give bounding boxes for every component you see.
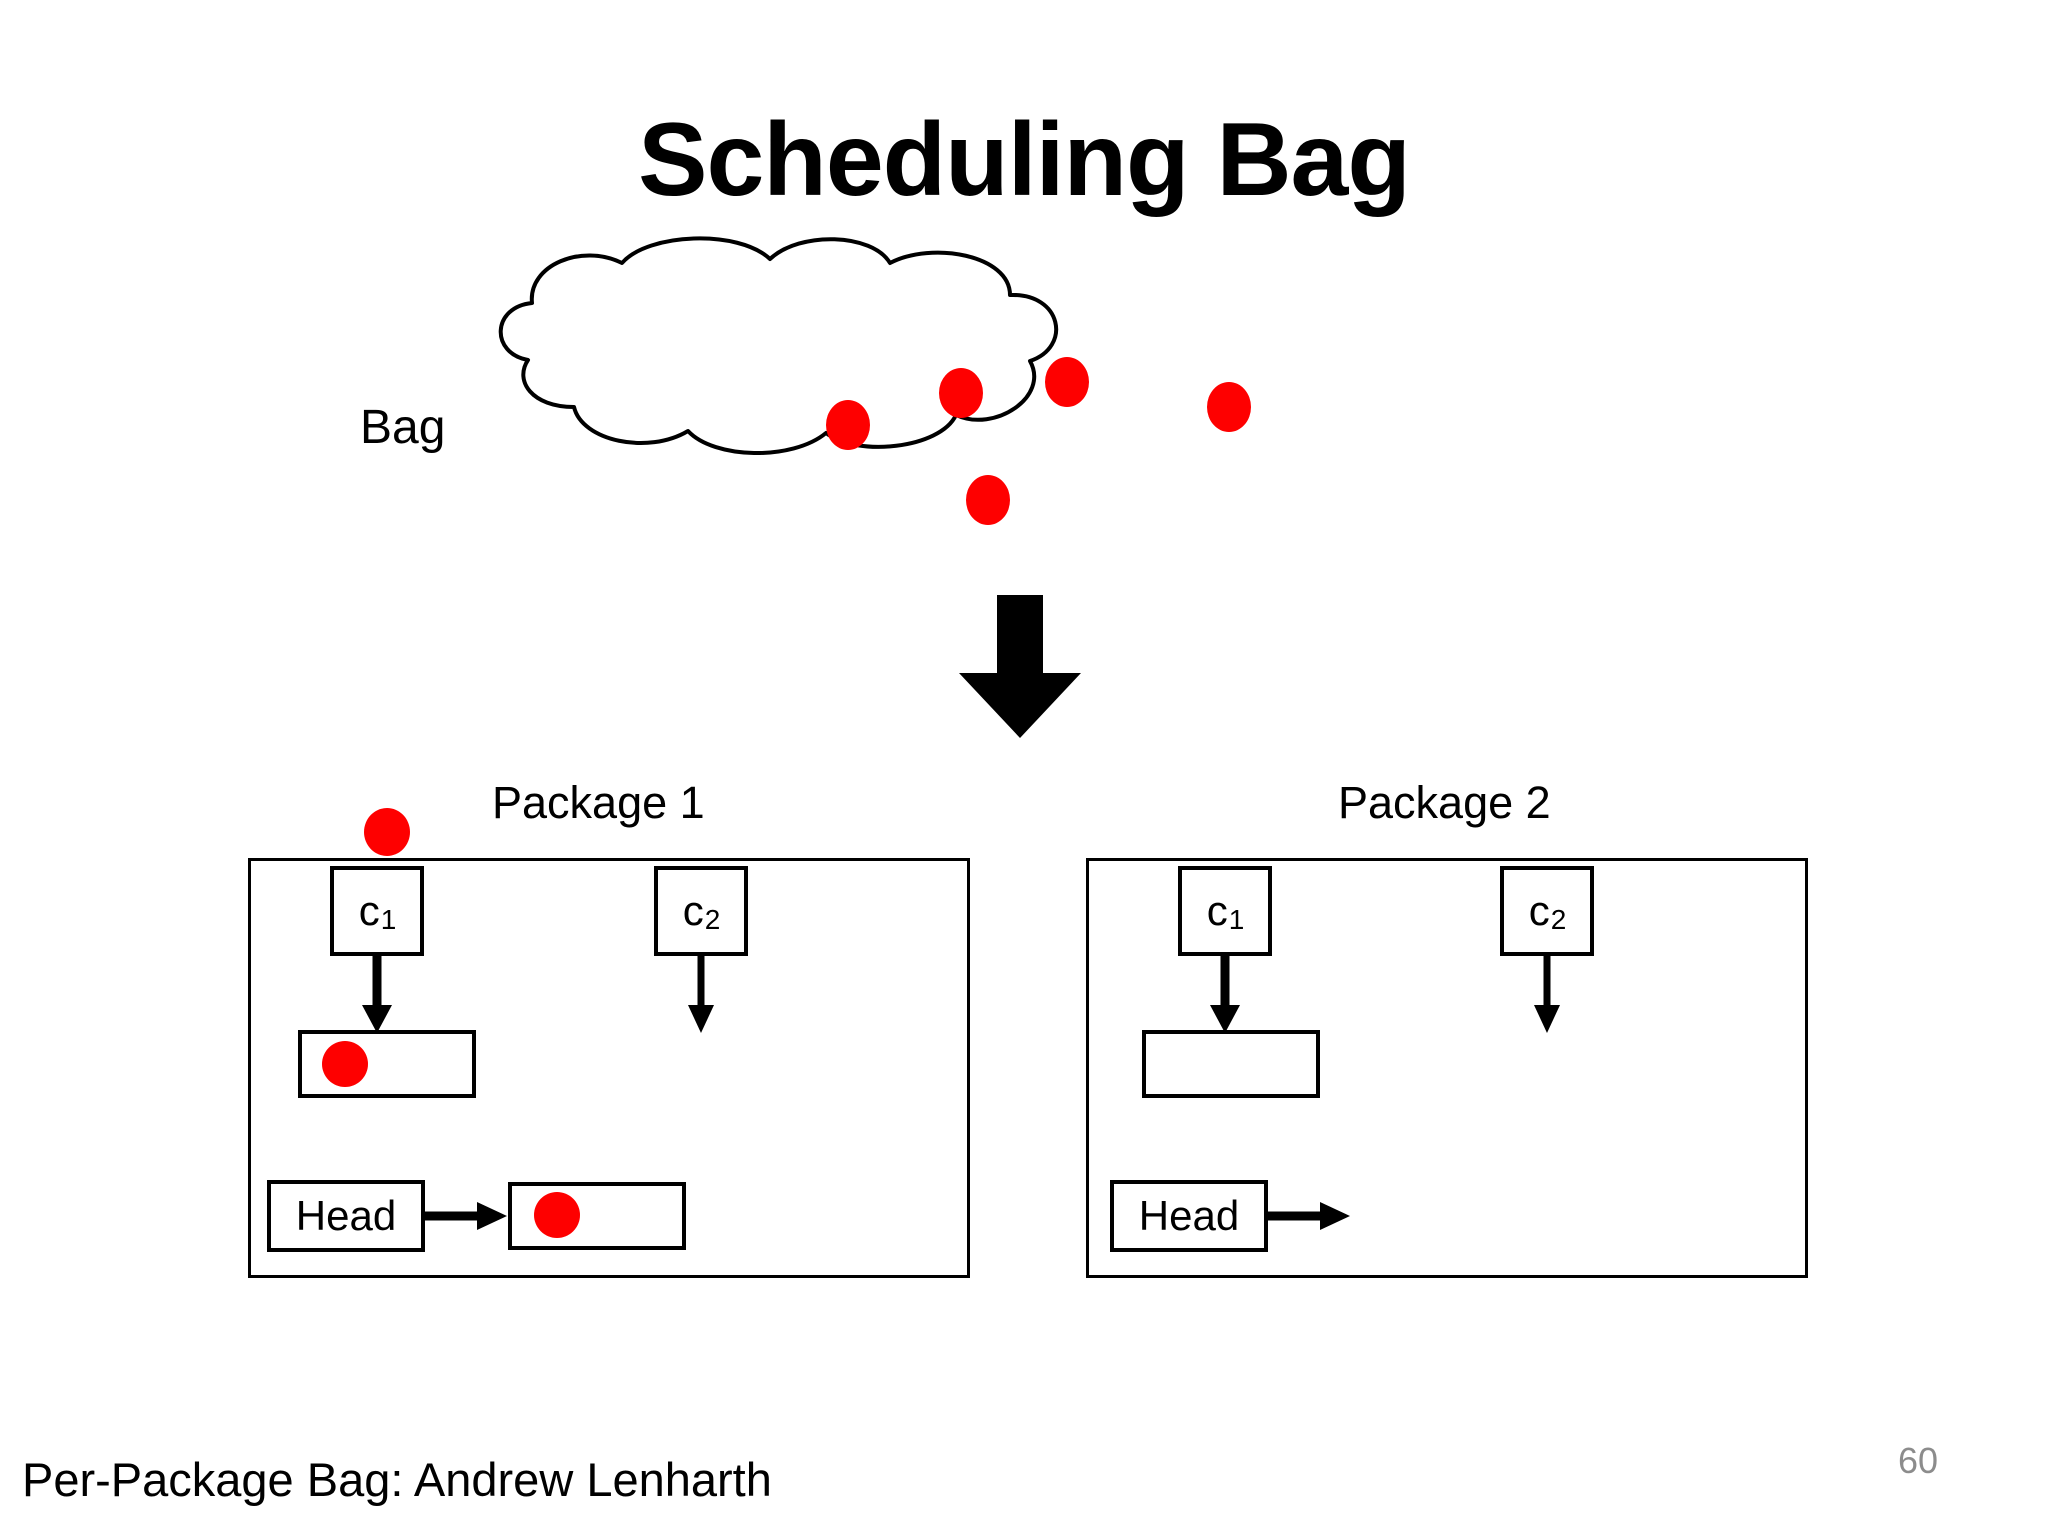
package-1-caption: Package 1 xyxy=(492,777,705,828)
cell-subscript: 2 xyxy=(704,904,721,935)
head-label: Head xyxy=(1138,1192,1240,1239)
down-arrow-icon xyxy=(357,955,397,1033)
right-arrow-icon xyxy=(425,1198,507,1234)
cell-subscript: 2 xyxy=(1550,904,1567,935)
queue-item-dot xyxy=(534,1192,580,1238)
bag-label: Bag xyxy=(360,401,446,454)
bag-item-dot xyxy=(826,400,870,450)
down-arrow-icon xyxy=(1205,955,1245,1033)
cloud-icon xyxy=(498,236,1058,455)
package-2-work-box xyxy=(1142,1030,1320,1098)
package-2-caption: Package 2 xyxy=(1338,777,1551,828)
cell-label: c xyxy=(1206,887,1228,934)
slide-number: 60 xyxy=(1898,1440,1939,1481)
bag-item-dot xyxy=(966,475,1010,525)
cell-label: c xyxy=(1528,887,1550,934)
page-title: Scheduling Bag xyxy=(638,102,1411,218)
package-1-head-box: Head xyxy=(267,1180,425,1252)
cell-label: c xyxy=(682,887,704,934)
down-arrow-icon xyxy=(1527,955,1567,1033)
package-2-head-box: Head xyxy=(1110,1180,1268,1252)
footer-note: Per-Package Bag: Andrew Lenharth xyxy=(22,1453,772,1506)
bag-item-dot xyxy=(1045,357,1089,407)
bag-item-dot xyxy=(939,368,983,418)
bag-cloud xyxy=(470,235,1090,460)
head-label: Head xyxy=(295,1192,397,1239)
down-arrow-icon xyxy=(955,595,1085,740)
right-arrow-icon xyxy=(1268,1198,1350,1234)
work-item-dot xyxy=(322,1041,368,1087)
cell-subscript: 1 xyxy=(380,904,397,935)
cell-label: c xyxy=(358,887,380,934)
cell-subscript: 1 xyxy=(1228,904,1245,935)
down-arrow-icon xyxy=(681,955,721,1033)
bag-item-dot xyxy=(1207,382,1251,432)
incoming-item-dot xyxy=(364,808,410,856)
